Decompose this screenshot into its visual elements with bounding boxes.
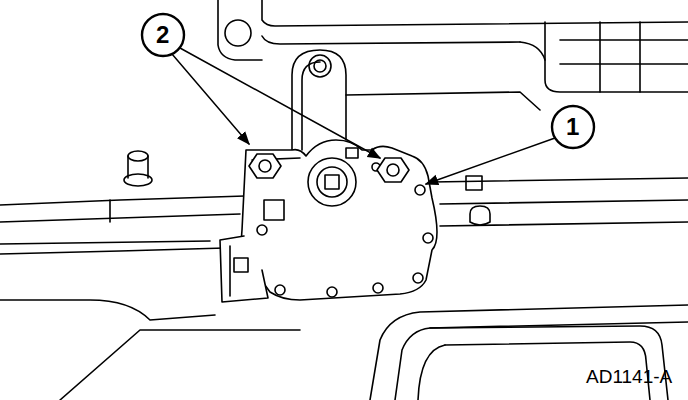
callout-number: 2: [156, 23, 169, 47]
figure-id: AD1141-A: [586, 367, 672, 386]
callout-number: 1: [566, 115, 579, 139]
